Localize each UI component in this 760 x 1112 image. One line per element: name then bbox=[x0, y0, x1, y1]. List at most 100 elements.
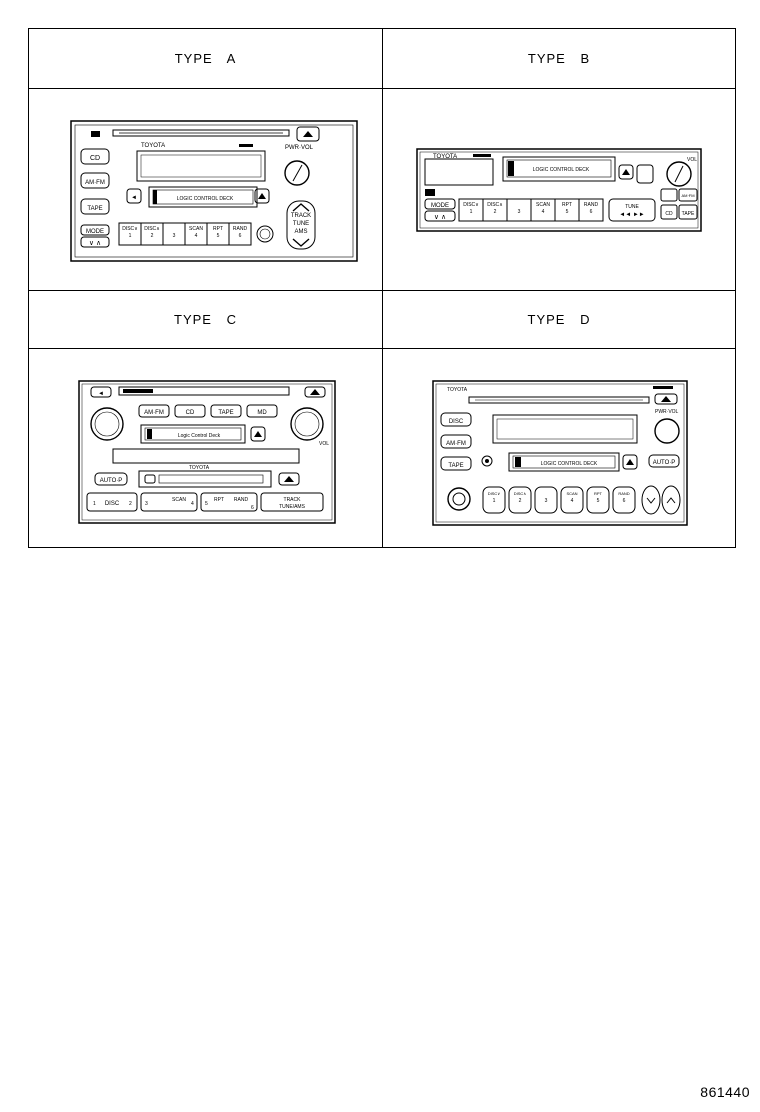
radio-c-tape-button[interactable] bbox=[210, 404, 242, 418]
radio-c-autop-label: AUTO·P bbox=[100, 478, 123, 484]
radio-b-cd-label: CD bbox=[665, 211, 673, 217]
radio-c-scan-label: SCAN bbox=[172, 497, 186, 503]
radio-a-eject-button[interactable] bbox=[254, 188, 270, 204]
radio-a-cd-label: CD bbox=[90, 155, 100, 162]
radio-c-rpt-label: RPT bbox=[214, 497, 224, 503]
radio-c-vol-label: VOL bbox=[319, 441, 329, 447]
radio-b-preset-5: 5 bbox=[566, 209, 569, 215]
type-a-header-cell: TYPE A bbox=[29, 29, 383, 89]
radio-d-preset-1: 1 bbox=[493, 498, 496, 504]
radio-c-amfm-button[interactable] bbox=[138, 404, 170, 418]
radio-a-disc-down: DISC∨ bbox=[122, 226, 138, 232]
radio-d-tape-button[interactable] bbox=[440, 456, 472, 471]
type-d-header: TYPE D bbox=[527, 312, 591, 327]
type-b-header: TYPE B bbox=[527, 51, 591, 66]
radio-b-tape-label: TAPE bbox=[682, 211, 695, 217]
radio-d-scan: SCAN bbox=[566, 491, 577, 496]
radio-a-preset-2: 2 bbox=[151, 233, 154, 239]
radio-a-cd-button[interactable] bbox=[80, 148, 110, 165]
radio-b-preset-4: 4 bbox=[542, 209, 545, 215]
radio-b-amfm-button[interactable] bbox=[678, 188, 698, 202]
type-b-header-cell: TYPE B bbox=[383, 29, 735, 89]
radio-d-amfm-button[interactable] bbox=[440, 434, 472, 449]
radio-d-disc-label: DISC bbox=[449, 419, 464, 425]
radio-a-brand: TOYOTA bbox=[141, 143, 165, 149]
svg-text:∨ ∧: ∨ ∧ bbox=[89, 240, 101, 247]
radio-d-rpt: RPT bbox=[594, 491, 603, 496]
radio-b-amfm-label: AM·FM bbox=[681, 193, 694, 198]
radio-b-vol-label: VOL bbox=[687, 157, 697, 163]
radio-c-tune-label: TUNE/AMS bbox=[279, 504, 306, 510]
radio-c-preset-6: 6 bbox=[251, 505, 254, 511]
radio-b-disc-up: DISC∧ bbox=[487, 202, 503, 208]
radio-b-scan: SCAN bbox=[536, 202, 550, 208]
figure-code: 861440 bbox=[700, 1084, 750, 1100]
radio-a-deck-label: LOGIC CONTROL DECK bbox=[177, 196, 234, 202]
radio-d-preset-2: 2 bbox=[519, 498, 522, 504]
radio-c-md-button[interactable] bbox=[246, 404, 278, 418]
type-a-header: TYPE A bbox=[174, 51, 237, 66]
radio-a-preset-1: 1 bbox=[129, 233, 132, 239]
radio-d-autop-button[interactable] bbox=[648, 454, 680, 468]
radio-d-rand: RAND bbox=[618, 491, 629, 496]
radio-a-knob-label: PWR·VOL bbox=[285, 145, 314, 151]
radio-c-autop-button[interactable] bbox=[94, 472, 128, 486]
radio-b-cd-button[interactable] bbox=[660, 204, 678, 220]
radio-a-preset-5: 5 bbox=[217, 233, 220, 239]
radio-d-deck-label: LOGIC CONTROL DECK bbox=[541, 461, 598, 467]
radio-c-preset-4: 4 bbox=[191, 501, 194, 507]
radio-a-scan: SCAN bbox=[189, 226, 203, 232]
radio-b-tape-button[interactable] bbox=[678, 204, 698, 220]
radio-c-cd-button[interactable] bbox=[174, 404, 206, 418]
radio-d-disc-down: DISC∨ bbox=[488, 491, 501, 496]
radio-b-rand: RAND bbox=[584, 202, 599, 208]
svg-text:◄: ◄ bbox=[131, 195, 137, 201]
radio-c-preset-2: 2 bbox=[129, 501, 132, 507]
radio-d-autop-label: AUTO·P bbox=[653, 460, 676, 466]
radio-b-mode-button[interactable] bbox=[424, 198, 456, 210]
radio-b-drawing: TOYOTA LOGIC CONTROL DECK VOL MODE ∨ ∧ bbox=[416, 148, 702, 232]
radio-b-preset-6: 6 bbox=[590, 209, 593, 215]
radio-c-preset-5: 5 bbox=[205, 501, 208, 507]
radio-d-knob-label: PWR·VOL bbox=[655, 409, 679, 415]
radio-c-eject-button[interactable] bbox=[250, 426, 266, 442]
radio-b-tune-label: TUNE bbox=[625, 204, 639, 210]
radio-b-eject-button[interactable] bbox=[618, 164, 634, 180]
radio-a-preset-4: 4 bbox=[195, 233, 198, 239]
radio-a-rpt: RPT bbox=[213, 226, 223, 232]
radio-d-eject-button[interactable] bbox=[622, 454, 638, 470]
radio-c-rand-label: RAND bbox=[234, 497, 249, 503]
radio-d-preset-5: 5 bbox=[597, 498, 600, 504]
radio-a-tape-button[interactable] bbox=[80, 198, 110, 215]
radio-b-brand: TOYOTA bbox=[433, 154, 457, 160]
radio-a-drawing: TOYOTA PWR·VOL CD AM·FM TAPE ◄ LOGIC CON… bbox=[70, 120, 358, 262]
radio-b-rpt: RPT bbox=[562, 202, 572, 208]
radio-type-grid: TYPE A TYPE B TOYOTA PWR·VOL CD AM·FM TA bbox=[28, 28, 736, 548]
svg-text:◄: ◄ bbox=[98, 391, 104, 397]
radio-a-amfm-label: AM·FM bbox=[85, 180, 105, 186]
radio-c-preset-1: 1 bbox=[93, 501, 96, 507]
radio-b-preset-2: 2 bbox=[494, 209, 497, 215]
radio-a-tune-label: TUNE bbox=[293, 221, 309, 227]
type-c-header: TYPE C bbox=[174, 312, 237, 327]
radio-c-tape-label: TAPE bbox=[218, 410, 233, 416]
type-b-image-cell: TOYOTA LOGIC CONTROL DECK VOL MODE ∨ ∧ bbox=[383, 89, 735, 291]
radio-a-mode-label: MODE bbox=[86, 229, 104, 235]
radio-d-disc-button[interactable] bbox=[440, 412, 472, 427]
radio-a-amfm-button[interactable] bbox=[80, 172, 110, 189]
radio-d-preset-3: 3 bbox=[545, 498, 548, 504]
radio-a-ams-label: AMS bbox=[294, 229, 307, 235]
radio-a-preset-6: 6 bbox=[239, 233, 242, 239]
radio-c-md-label: MD bbox=[257, 410, 267, 416]
type-a-image-cell: TOYOTA PWR·VOL CD AM·FM TAPE ◄ LOGIC CON… bbox=[29, 89, 383, 291]
type-d-image-cell: TOYOTA PWR·VOL DISC AM·FM TAPE LOGIC CON… bbox=[383, 349, 735, 547]
radio-a-disc-up: DISC∧ bbox=[144, 226, 160, 232]
radio-d-disc-up: DISC∧ bbox=[514, 491, 527, 496]
radio-c-amfm-label: AM·FM bbox=[144, 410, 164, 416]
radio-a-tape-label: TAPE bbox=[87, 206, 102, 212]
radio-a-track-label: TRACK bbox=[291, 213, 311, 219]
radio-c-brand: TOYOTA bbox=[189, 465, 210, 471]
radio-b-preset-1: 1 bbox=[470, 209, 473, 215]
radio-a-mode-button[interactable] bbox=[80, 224, 110, 236]
radio-c-cd-label: CD bbox=[186, 410, 195, 416]
